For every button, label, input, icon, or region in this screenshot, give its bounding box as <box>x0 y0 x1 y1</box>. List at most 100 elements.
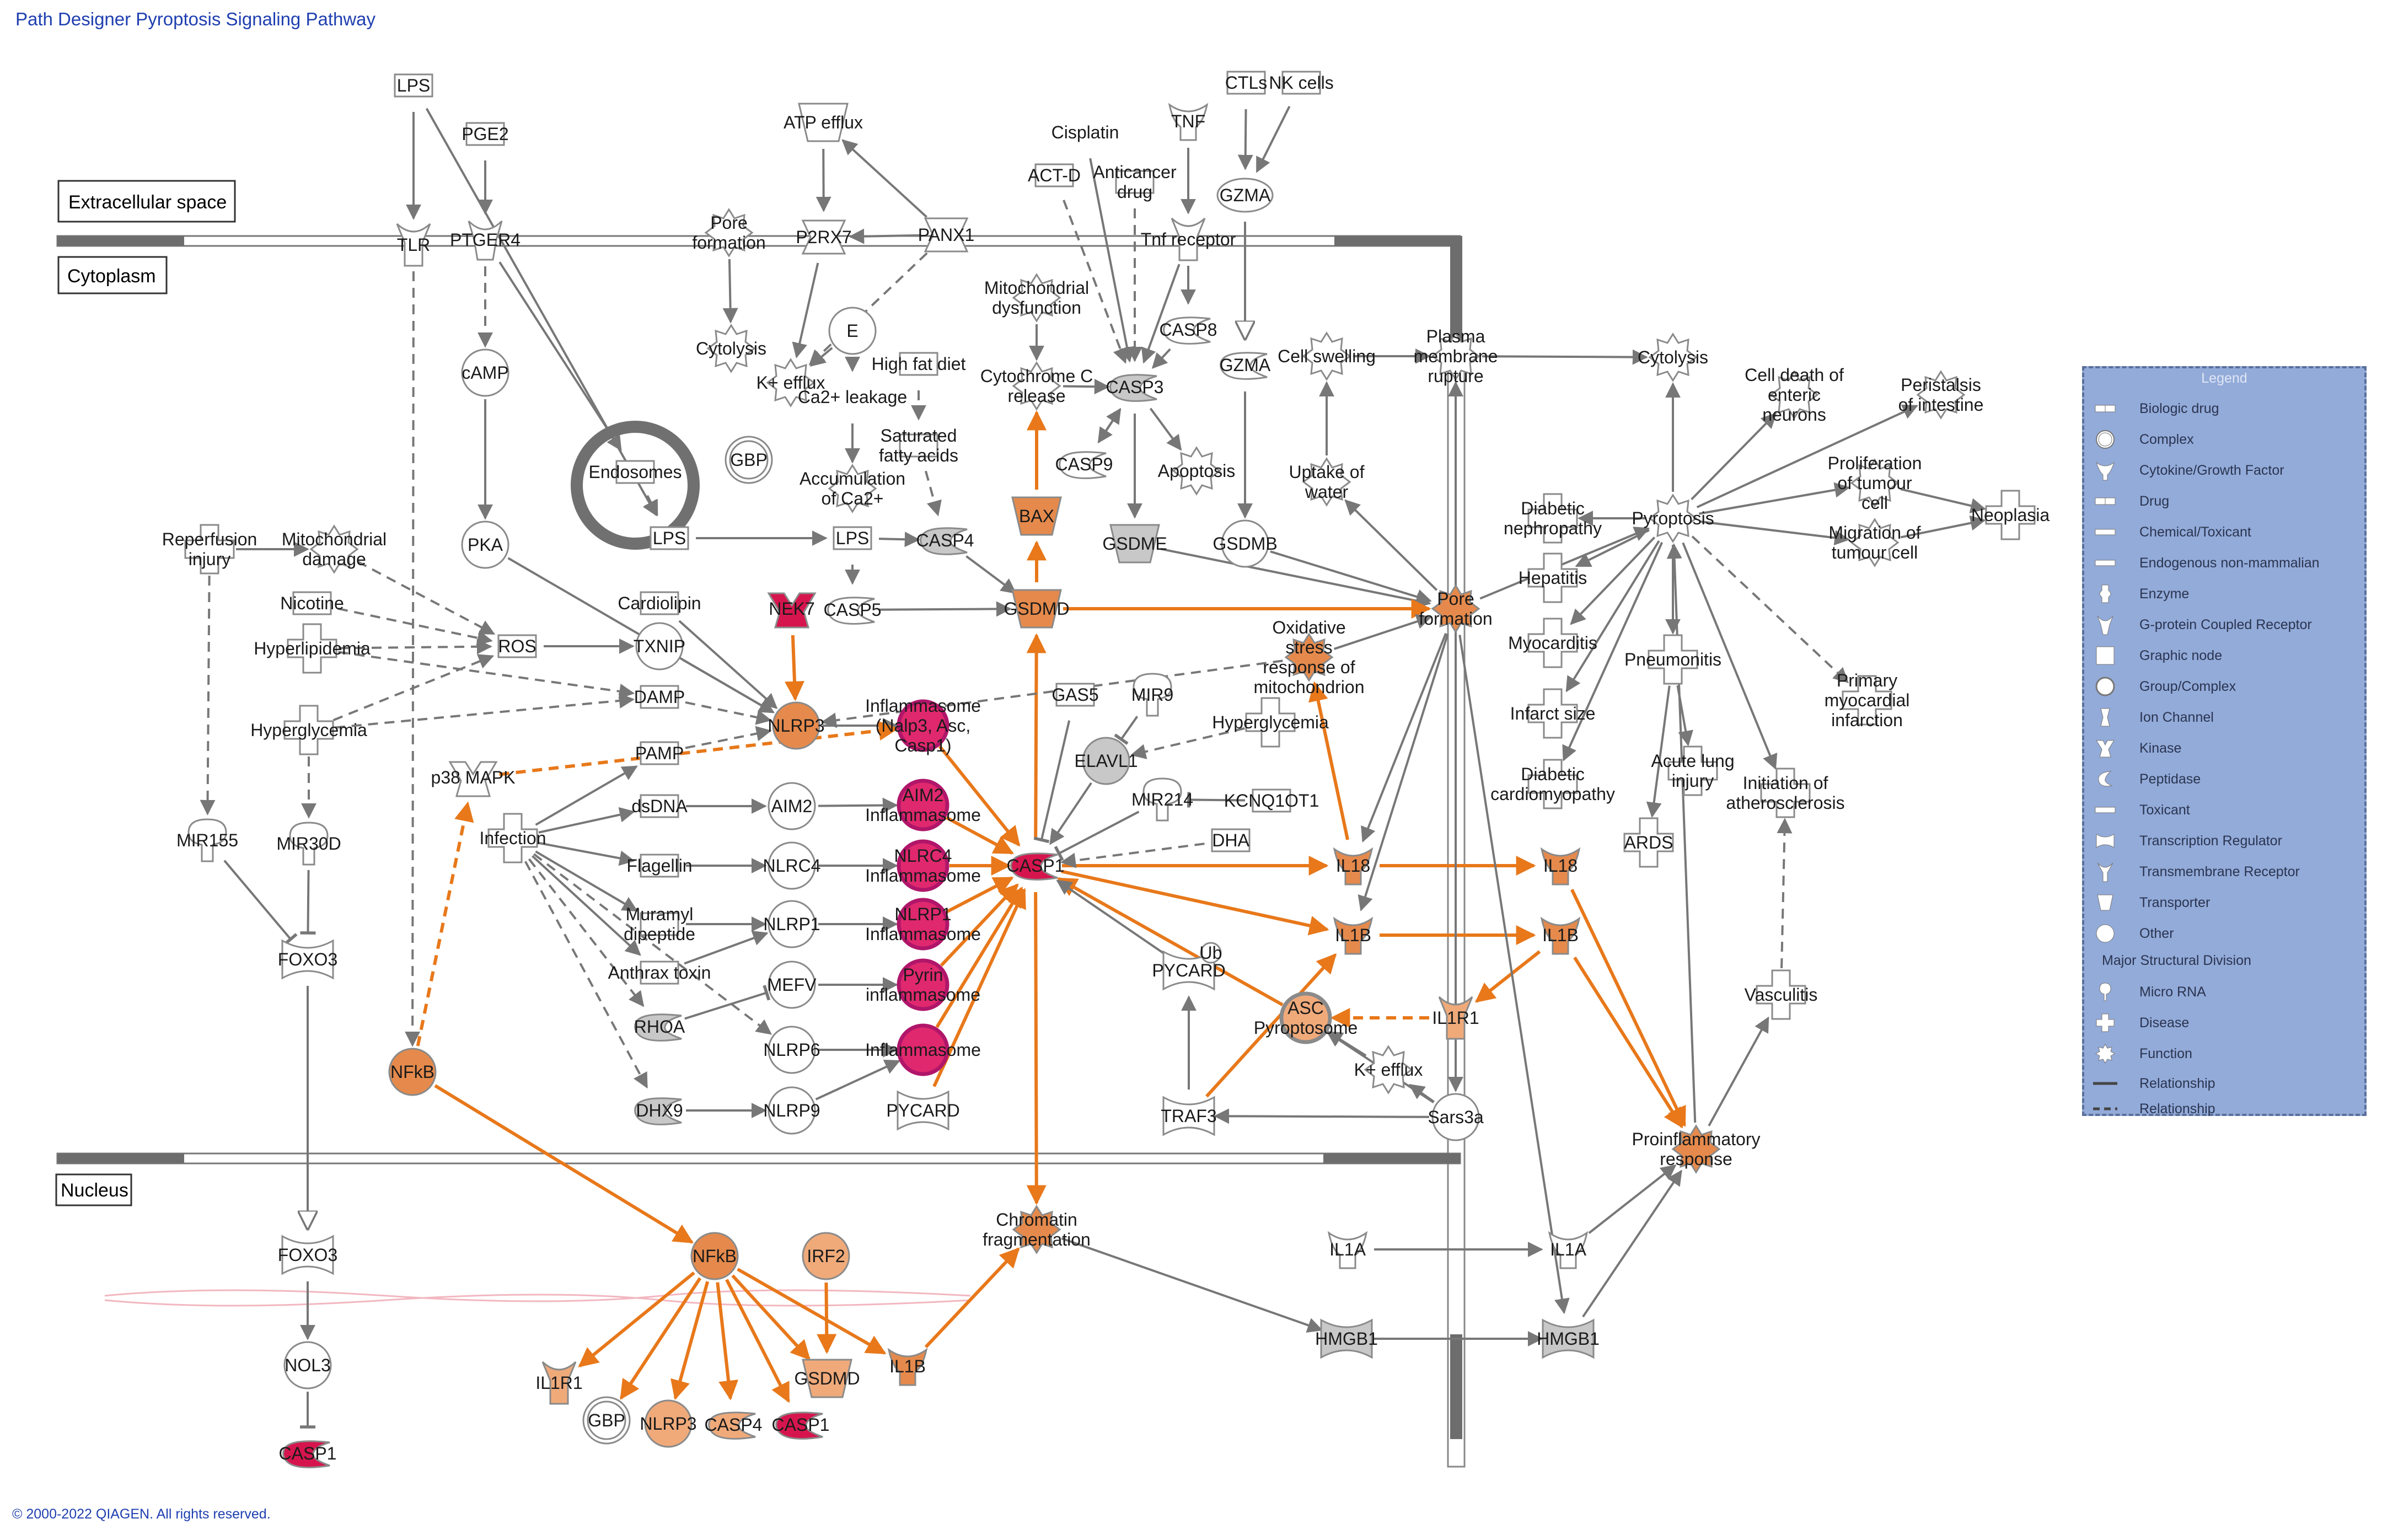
node-mir30d[interactable]: MIR30D <box>276 822 341 866</box>
node-tlr[interactable]: TLR <box>396 223 431 267</box>
node-cytolysis1[interactable]: Cytolysis <box>696 324 766 373</box>
node-tnfr[interactable]: Tnf receptor <box>1141 217 1236 261</box>
node-casp3[interactable]: CASP3 <box>1106 374 1164 402</box>
node-foxo3a[interactable]: FOXO3 <box>278 939 337 980</box>
node-hmgb1a[interactable]: HMGB1 <box>1315 1318 1378 1359</box>
node-hyperlipid[interactable]: Hyperlipidemia <box>254 623 371 674</box>
node-cytolysis2[interactable]: Cytolysis <box>1638 332 1708 382</box>
node-dha[interactable]: DHA <box>1211 828 1251 852</box>
node-nlrp9[interactable]: NLRP9 <box>763 1086 820 1135</box>
node-pka[interactable]: PKA <box>461 521 509 569</box>
node-il1r1a[interactable]: IL1R1 <box>1432 996 1479 1040</box>
node-camp[interactable]: cAMP <box>461 348 509 397</box>
node-il1bb[interactable]: IL1B <box>1540 916 1581 955</box>
node-casp8[interactable]: CASP8 <box>1160 316 1217 345</box>
node-elavl1[interactable]: ELAVL1 <box>1074 737 1138 785</box>
node-p38[interactable]: p38 MAPK <box>431 761 516 797</box>
node-kefflux2[interactable]: K+ efflux <box>1354 1045 1423 1094</box>
node-aim2[interactable]: AIM2 <box>768 782 816 830</box>
node-il18a[interactable]: IL18 <box>1333 847 1374 886</box>
node-gzma2[interactable]: GZMA <box>1220 352 1271 380</box>
node-rhoa[interactable]: RHOA <box>634 1013 685 1042</box>
node-gsdmd2[interactable]: GSDMD <box>794 1359 860 1398</box>
node-casp5[interactable]: CASP5 <box>824 597 882 625</box>
node-nol3[interactable]: NOL3 <box>283 1341 332 1389</box>
node-lps2[interactable]: LPS <box>650 526 689 550</box>
node-casp9[interactable]: CASP9 <box>1055 451 1113 479</box>
node-cardiolipin[interactable]: Cardiolipin <box>618 591 701 615</box>
node-infection[interactable]: Infection <box>480 813 546 863</box>
node-pamp[interactable]: PAMP <box>635 741 684 765</box>
node-txnip[interactable]: TXNIP <box>634 622 685 670</box>
node-hyperglyc2[interactable]: Hyperglycemia <box>1212 697 1329 748</box>
node-apoptosis[interactable]: Apoptosis <box>1158 446 1236 496</box>
node-pyroptosis[interactable]: Pyroptosis <box>1632 493 1714 543</box>
node-casp4b[interactable]: CASP4 <box>705 1412 763 1440</box>
node-mir214[interactable]: MIR214 <box>1131 777 1193 822</box>
node-casp1c[interactable]: CASP1 <box>279 1440 337 1468</box>
node-hmgb1b[interactable]: HMGB1 <box>1537 1318 1600 1359</box>
node-gzma[interactable]: GZMA <box>1216 178 1274 213</box>
node-foxo3b[interactable]: FOXO3 <box>278 1235 337 1275</box>
node-e[interactable]: E <box>828 307 877 355</box>
node-pneumonitis[interactable]: Pneumonitis <box>1624 634 1721 685</box>
node-nlrp3[interactable]: NLRP3 <box>768 701 825 750</box>
node-nlrp1[interactable]: NLRP1 <box>763 900 820 948</box>
node-hyperglyc1[interactable]: Hyperglycemia <box>250 705 367 755</box>
node-panx1[interactable]: PANX1 <box>918 217 975 253</box>
node-hepatitis[interactable]: Hepatitis <box>1519 552 1587 603</box>
node-nicotine[interactable]: Nicotine <box>280 591 344 615</box>
node-gsdmd[interactable]: GSDMD <box>1004 589 1070 629</box>
node-mefv[interactable]: MEFV <box>768 961 817 1009</box>
node-mir155[interactable]: MIR155 <box>176 818 238 862</box>
node-atp[interactable]: ATP efflux <box>784 103 863 142</box>
node-nfkb1[interactable]: NFkB <box>388 1048 437 1096</box>
node-nlrp3b[interactable]: NLRP3 <box>640 1399 697 1448</box>
node-highfat[interactable]: High fat diet <box>872 352 966 376</box>
node-casp4[interactable]: CASP4 <box>916 527 974 555</box>
node-endosomes[interactable]: Endosomes <box>589 460 682 484</box>
node-gas5[interactable]: GAS5 <box>1051 683 1099 707</box>
node-il1r1b[interactable]: IL1R1 <box>535 1361 583 1405</box>
node-sars[interactable]: Sars3a <box>1428 1093 1484 1141</box>
node-cell-swelling[interactable]: Cell swelling <box>1278 331 1376 381</box>
node-cisplatin[interactable]: Cisplatin <box>1051 122 1119 142</box>
node-pge2[interactable]: PGE2 <box>462 122 509 146</box>
node-kcnq1ot1[interactable]: KCNQ1OT1 <box>1224 788 1319 813</box>
node-nfkb2[interactable]: NFkB <box>690 1232 739 1280</box>
node-vasculitis[interactable]: Vasculitis <box>1745 969 1818 1020</box>
node-il1a1[interactable]: IL1A <box>1327 1231 1368 1269</box>
node-il1bc[interactable]: IL1B <box>887 1348 928 1386</box>
node-ards[interactable]: ARDS <box>1623 817 1674 868</box>
node-il1ba[interactable]: IL1B <box>1333 916 1374 955</box>
node-nlrp6[interactable]: NLRP6 <box>763 1026 820 1074</box>
node-infarct[interactable]: Infarct size <box>1510 688 1596 739</box>
node-inflam2[interactable]: Inflammasome <box>865 1023 981 1076</box>
